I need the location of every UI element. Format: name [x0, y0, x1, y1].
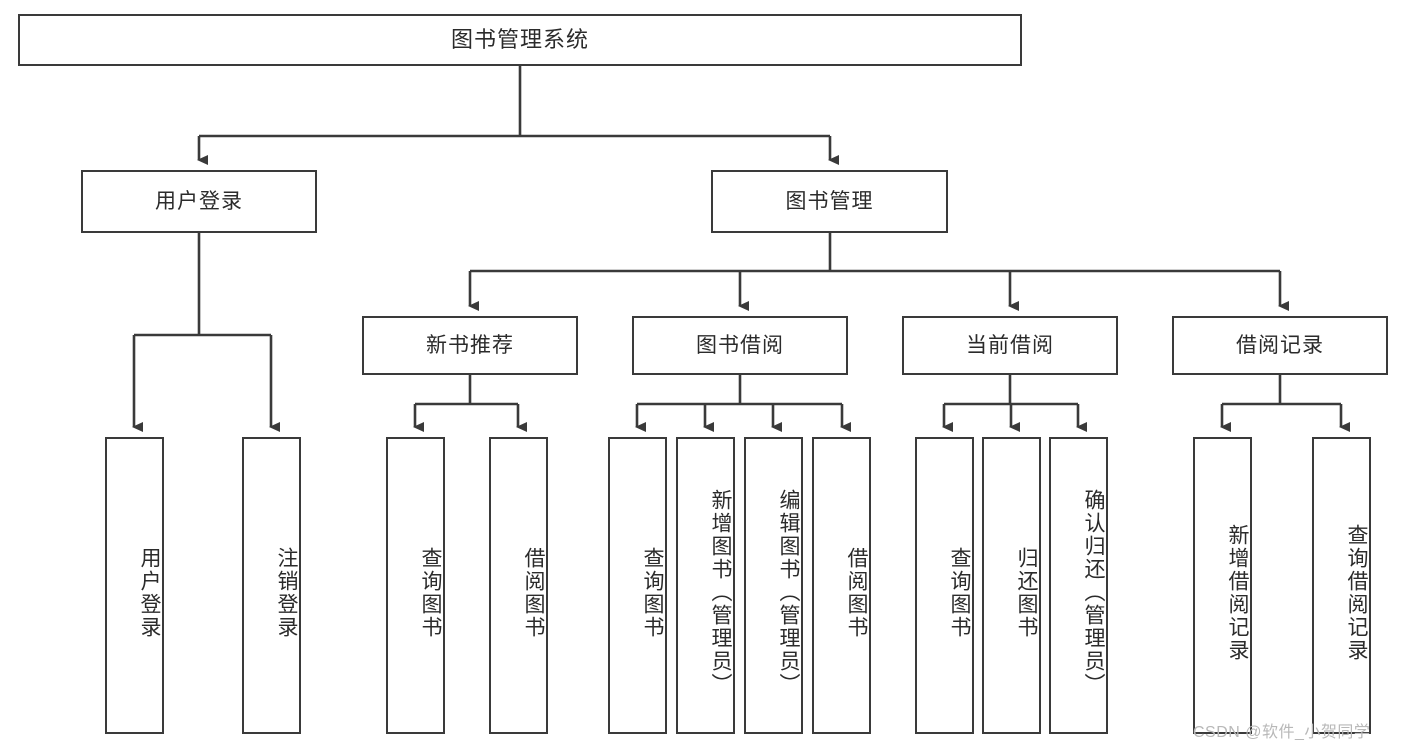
- node-label: 新增图书（管理员）: [709, 489, 732, 696]
- node-leaf-confirm-return-admin[interactable]: 确认归还（管理员）: [1049, 437, 1108, 734]
- node-user-login[interactable]: 用户登录: [81, 170, 317, 233]
- node-label: 用户登录: [155, 189, 243, 213]
- node-label: 当前借阅: [966, 333, 1054, 357]
- node-book-borrow[interactable]: 图书借阅: [632, 316, 848, 375]
- node-label: 图书管理: [785, 189, 874, 213]
- node-label: 归还图书: [1015, 546, 1038, 639]
- node-leaf-user-login[interactable]: 用户登录: [105, 437, 164, 734]
- node-label: 编辑图书（管理员）: [777, 489, 800, 696]
- node-label: 查询借阅记录: [1345, 523, 1368, 662]
- node-label: 借阅图书: [845, 546, 868, 639]
- node-label: 新增借阅记录: [1226, 523, 1249, 662]
- node-leaf-add-borrow-record[interactable]: 新增借阅记录: [1193, 437, 1252, 734]
- node-label: 新书推荐: [426, 333, 514, 357]
- node-label: 查询图书: [948, 546, 971, 639]
- node-leaf-edit-book-admin[interactable]: 编辑图书（管理员）: [744, 437, 803, 734]
- node-label: 借阅图书: [522, 546, 545, 639]
- node-leaf-borrow-book[interactable]: 借阅图书: [812, 437, 871, 734]
- node-leaf-logout[interactable]: 注销登录: [242, 437, 301, 734]
- node-label: 图书借阅: [696, 333, 784, 357]
- node-leaf-query-book-current[interactable]: 查询图书: [915, 437, 974, 734]
- node-label: 图书管理系统: [450, 26, 589, 52]
- node-new-book-recommend[interactable]: 新书推荐: [362, 316, 578, 375]
- node-leaf-query-book-borrow[interactable]: 查询图书: [608, 437, 667, 734]
- node-leaf-query-book-recommend[interactable]: 查询图书: [386, 437, 445, 734]
- node-label: 借阅记录: [1236, 333, 1324, 357]
- node-book-management[interactable]: 图书管理: [711, 170, 948, 233]
- node-label: 注销登录: [275, 546, 298, 639]
- node-root-book-management-system[interactable]: 图书管理系统: [18, 14, 1022, 66]
- node-borrow-record[interactable]: 借阅记录: [1172, 316, 1388, 375]
- node-leaf-borrow-book-recommend[interactable]: 借阅图书: [489, 437, 548, 734]
- node-label: 用户登录: [138, 546, 161, 639]
- node-leaf-query-borrow-record[interactable]: 查询借阅记录: [1312, 437, 1371, 734]
- node-label: 查询图书: [419, 546, 442, 639]
- watermark: CSDN @软件_小贺同学: [1193, 724, 1371, 741]
- node-leaf-add-book-admin[interactable]: 新增图书（管理员）: [676, 437, 735, 734]
- node-current-borrow[interactable]: 当前借阅: [902, 316, 1118, 375]
- node-leaf-return-book[interactable]: 归还图书: [982, 437, 1041, 734]
- node-label: 查询图书: [641, 546, 664, 639]
- node-label: 确认归还（管理员）: [1082, 489, 1105, 696]
